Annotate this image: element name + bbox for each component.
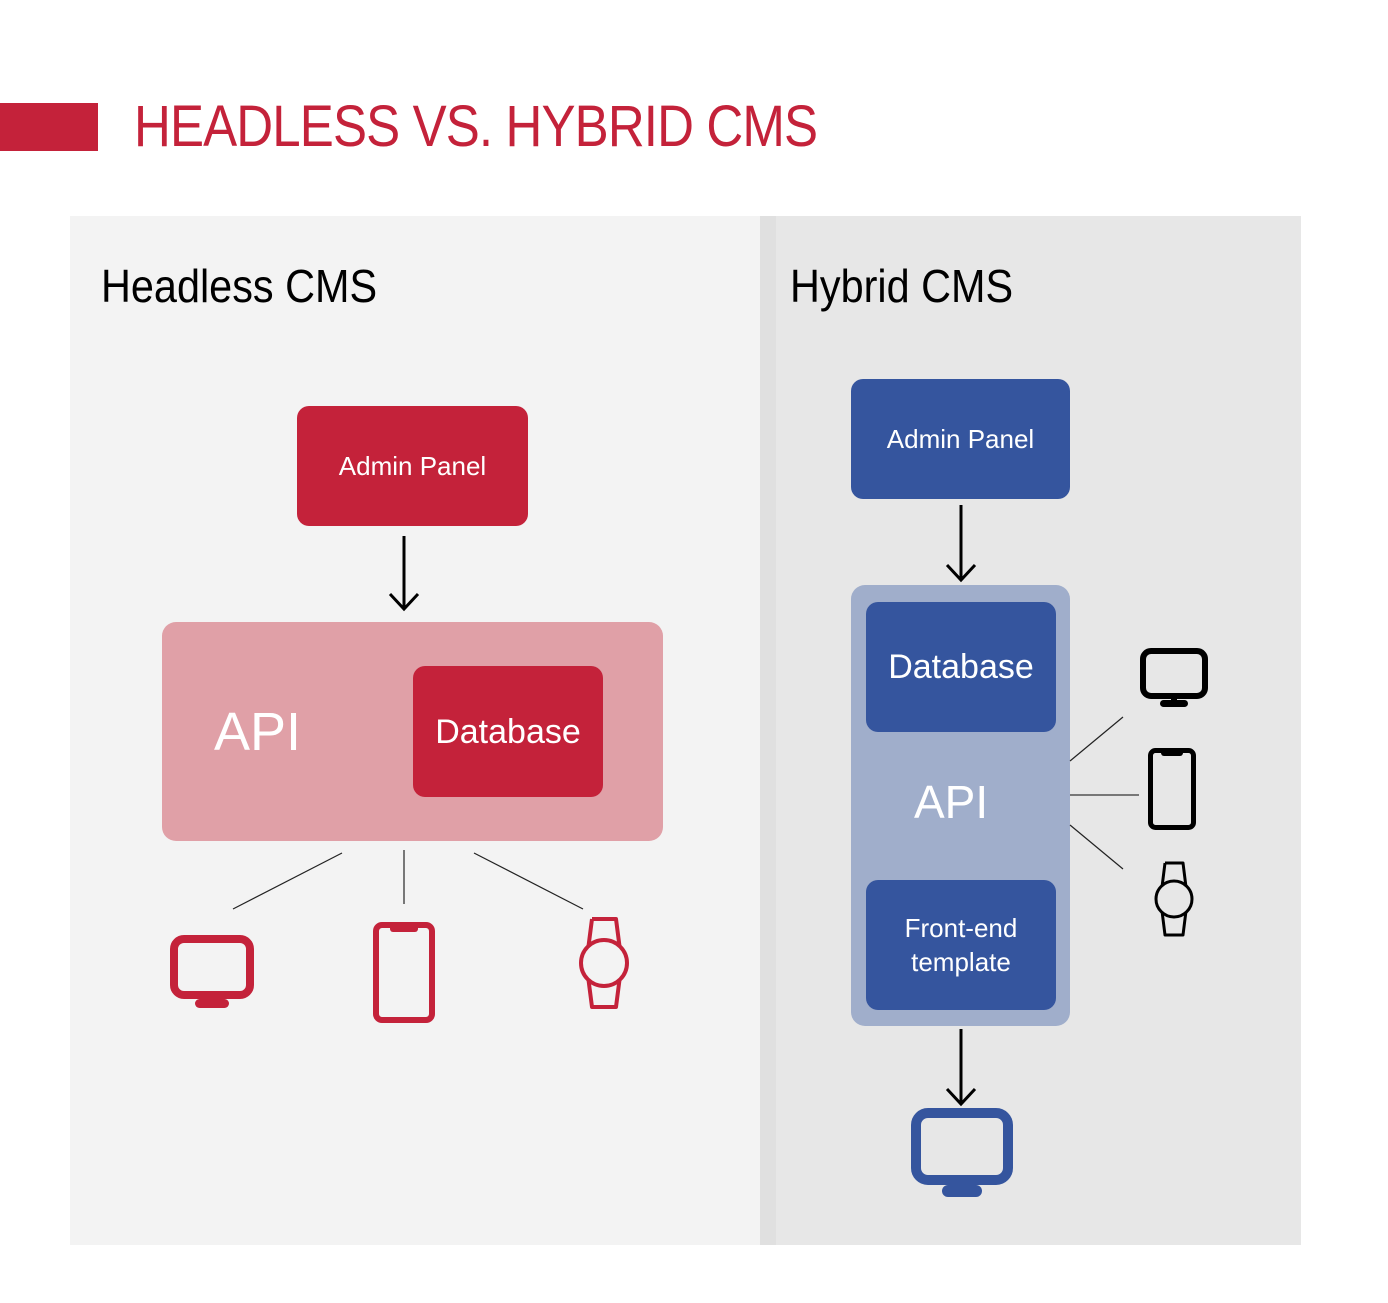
- headless-section-title: Headless CMS: [101, 260, 378, 312]
- desktop-monitor-icon: [911, 1108, 1013, 1197]
- desktop-monitor-icon: [170, 935, 254, 1008]
- title-accent-bar: [0, 103, 98, 151]
- page-title: HEADLESS VS. HYBRID CMS: [134, 94, 818, 159]
- smartphone-icon: [373, 922, 435, 1023]
- hybrid-database-label: Database: [888, 648, 1034, 686]
- headless-admin-panel-box: Admin Panel: [297, 406, 528, 526]
- smartphone-icon: [1148, 748, 1196, 830]
- headless-admin-panel-label: Admin Panel: [338, 451, 487, 481]
- hybrid-section-title: Hybrid CMS: [790, 260, 1014, 312]
- hybrid-api-label: API: [914, 776, 989, 828]
- headless-database-label: Database: [435, 712, 581, 751]
- frontend-template-line2: template: [911, 947, 1011, 977]
- hybrid-admin-panel-label: Admin Panel: [886, 424, 1035, 454]
- hybrid-admin-panel-box: Admin Panel: [851, 379, 1070, 499]
- hybrid-frontend-template-box: Front-end template: [866, 880, 1056, 1010]
- smartwatch-icon: [579, 917, 629, 1009]
- smartwatch-icon: [1154, 861, 1194, 937]
- panel-divider: [760, 216, 776, 1245]
- frontend-template-line1: Front-end: [904, 913, 1018, 943]
- headless-api-label: API: [214, 702, 302, 762]
- headless-database-box: Database: [413, 666, 603, 797]
- hybrid-database-box: Database: [866, 602, 1056, 732]
- desktop-monitor-icon: [1140, 648, 1208, 707]
